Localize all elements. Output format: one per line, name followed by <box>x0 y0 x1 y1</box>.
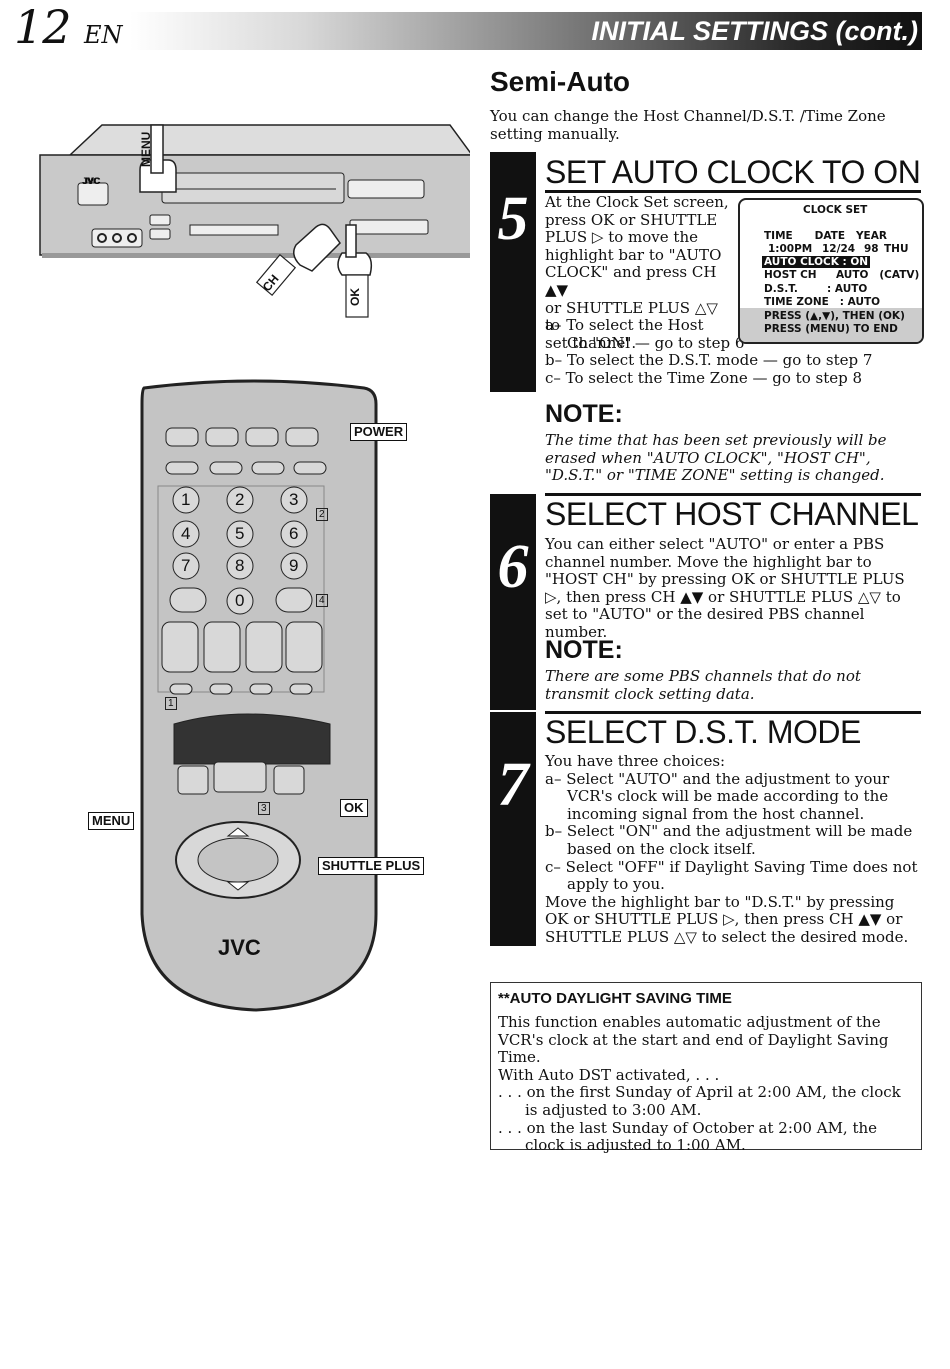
step7-intro: You have three choices: <box>545 752 726 770</box>
step5-rule <box>545 190 921 193</box>
step7-option-a: a– Select "AUTO" and the adjustment to y… <box>545 769 890 823</box>
key-6: 6 <box>289 524 299 543</box>
osd-header-row: TIME DATE YEAR <box>764 230 887 242</box>
key-1: 1 <box>181 490 191 509</box>
dst-line: . . . on the last Sunday of October at 2… <box>498 1118 878 1155</box>
step7-option-b: b– Select "ON" and the adjustment will b… <box>545 822 913 858</box>
step7-body: You have three choices: a– Select "AUTO"… <box>545 752 921 947</box>
osd-press-line2: PRESS (MENU) TO END <box>764 323 898 335</box>
menu-callout: MENU <box>88 812 135 830</box>
osd-auto-clock: AUTO CLOCK : ON <box>762 256 871 268</box>
step7-bar: 7 <box>490 712 536 946</box>
step5-note: The time that has been set previously wi… <box>545 431 887 485</box>
step7-top-rule <box>545 711 921 714</box>
vcr-illustration: JVC <box>39 124 470 318</box>
osd-year: 98 <box>864 243 879 255</box>
side-mark-4: 4 <box>316 594 328 607</box>
dst-line: This function enables automatic adjustme… <box>498 1013 889 1067</box>
osd-help-area <box>740 308 922 342</box>
step7-option-c: c– Select "OFF" if Daylight Saving Time … <box>545 857 918 894</box>
osd-press-line1: PRESS (▲,▼), THEN (OK) <box>764 310 905 322</box>
osd-time: 1:00PM <box>768 243 813 255</box>
header-bar <box>130 12 922 50</box>
step5-option-a: a– To select the Host Channel — go to st… <box>545 316 745 352</box>
step5-line: PLUS ▷ to move the <box>545 228 698 247</box>
remote-brand-logo: JVC <box>218 935 261 960</box>
step5-line: set to "ON". <box>545 333 637 352</box>
chapter-title: INITIAL SETTINGS (cont.) <box>591 16 919 46</box>
side-mark-1: 1 <box>165 697 177 710</box>
step5-line: CLOCK" and press CH ▲▼ <box>545 263 717 299</box>
step5-line: press OK or SHUTTLE <box>545 210 718 229</box>
step5-number: 5 <box>497 185 529 253</box>
step6-bar: 6 <box>490 494 536 710</box>
section-title: Semi-Auto <box>490 66 630 97</box>
step6-title: SELECT HOST CHANNEL <box>545 496 919 532</box>
page-language: EN <box>84 21 123 49</box>
auto-dst-box <box>490 982 922 1150</box>
ok-label-vcr: OK <box>348 288 362 306</box>
step5-bar: 5 <box>490 152 536 392</box>
key-3: 3 <box>289 490 299 509</box>
step5-line: highlight bar to "AUTO <box>545 245 722 264</box>
page-number: 12 <box>14 0 72 54</box>
menu-label-vcr: MENU <box>139 131 153 167</box>
step6-top-rule <box>545 493 921 496</box>
vcr-brand-logo: JVC <box>82 176 100 186</box>
step6-note: There are some PBS channels that do not … <box>545 667 861 703</box>
side-mark-3: 3 <box>258 802 270 815</box>
remote-illustration <box>140 379 378 1012</box>
key-8: 8 <box>235 556 245 575</box>
power-callout: POWER <box>350 423 408 441</box>
step5-line: At the Clock Set screen, <box>545 193 729 211</box>
step5-instructions: At the Clock Set screen, press OK or SHU… <box>545 193 735 352</box>
clock-set-screen: CLOCK SET TIME DATE YEAR 1:00PM 12/24 98… <box>738 198 924 344</box>
step6-text: You can either select "AUTO" or enter a … <box>545 535 905 641</box>
auto-dst-text: This function enables automatic adjustme… <box>498 1013 912 1155</box>
key-7: 7 <box>181 556 191 575</box>
key-2: 2 <box>235 490 245 509</box>
svg-text:JVC: JVC <box>83 176 101 186</box>
osd-dst: D.S.T. : AUTO <box>764 283 868 295</box>
step5-option-b: b– To select the D.S.T. mode — go to ste… <box>545 351 873 370</box>
step7-outro: Move the highlight bar to "D.S.T." by pr… <box>545 892 909 946</box>
step7-number: 7 <box>497 751 529 819</box>
auto-dst-title: **AUTO DAYLIGHT SAVING TIME <box>498 990 732 1007</box>
side-mark-2: 2 <box>316 508 328 521</box>
step5-option-c: c– To select the Time Zone — go to step … <box>545 368 863 387</box>
osd-date: 12/24 <box>822 243 856 255</box>
osd-title: CLOCK SET <box>803 204 868 216</box>
key-4: 4 <box>181 524 191 543</box>
dst-line: With Auto DST activated, . . . <box>498 1065 720 1084</box>
shuttle-plus-callout: SHUTTLE PLUS <box>318 857 425 875</box>
step6-number: 6 <box>497 533 529 601</box>
osd-day: THU <box>884 243 909 255</box>
key-9: 9 <box>289 556 299 575</box>
step6-note-heading: NOTE: <box>545 636 623 664</box>
step5-options: a– To select the Host Channel — go to st… <box>545 316 915 387</box>
osd-host-ch-value: AUTO (CATV) <box>836 269 920 281</box>
key-0: 0 <box>235 591 245 610</box>
step5-note-heading: NOTE: <box>545 400 623 428</box>
osd-host-ch-label: HOST CH <box>764 269 817 281</box>
step5-line: or SHUTTLE PLUS △▽ to <box>545 298 718 335</box>
step5-title: SET AUTO CLOCK TO ON <box>545 154 921 190</box>
step7-title: SELECT D.S.T. MODE <box>545 714 861 750</box>
key-5: 5 <box>235 524 245 543</box>
section-intro: You can change the Host Channel/D.S.T. /… <box>490 107 886 143</box>
dst-line: . . . on the first Sunday of April at 2:… <box>498 1083 901 1119</box>
osd-time-zone: TIME ZONE : AUTO <box>764 296 881 308</box>
ok-callout: OK <box>340 799 368 817</box>
